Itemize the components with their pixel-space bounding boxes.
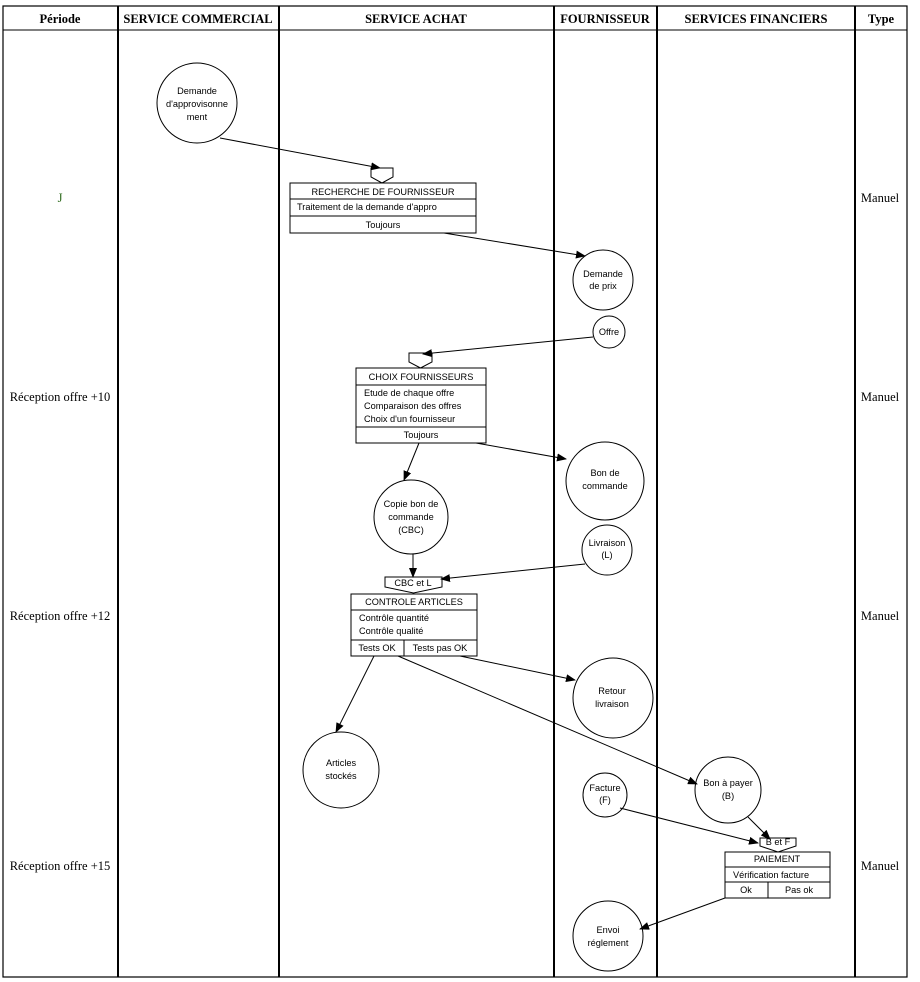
- event-label: Copie bon de: [384, 499, 439, 509]
- event-bon-commande: [565, 441, 645, 521]
- flow-arrow: [219, 137, 381, 171]
- event-label: stockés: [325, 771, 357, 781]
- event-label: ment: [187, 112, 208, 122]
- flow-arrow: [747, 816, 771, 840]
- operation-task: Comparaison des offres: [364, 401, 462, 411]
- event-label: Envoi: [597, 925, 620, 935]
- event-demande-prix: [572, 249, 634, 311]
- event-envoi-reglement: [572, 900, 644, 972]
- sync-connector: [370, 167, 394, 184]
- operation-title: PAIEMENT: [754, 854, 801, 864]
- operation-controle: [350, 576, 478, 657]
- flow-arrow: [459, 655, 576, 683]
- event-label: de prix: [589, 281, 617, 291]
- header-services-financiers: SERVICES FINANCIERS: [685, 12, 828, 26]
- event-label: Articles: [326, 758, 357, 768]
- operation-title: RECHERCHE DE FOURNISSEUR: [312, 187, 455, 197]
- operation-output: Tests pas OK: [413, 643, 469, 653]
- event-label: Facture: [589, 783, 620, 793]
- sync-connector: [759, 837, 797, 853]
- operation-box: [350, 593, 478, 657]
- flow-arrow: [443, 232, 586, 259]
- operation-title: CHOIX FOURNISSEURS: [369, 372, 474, 382]
- type-label: Manuel: [861, 191, 900, 205]
- operation-output: Toujours: [404, 430, 439, 440]
- event-label: Offre: [599, 327, 619, 337]
- event-retour-livraison: [572, 657, 654, 739]
- event-label: Livraison: [589, 538, 626, 548]
- type-labels: Manuel Manuel Manuel Manuel: [861, 191, 900, 873]
- period-labels: J Réception offre +10 Réception offre +1…: [10, 191, 111, 873]
- operation-output: Tests OK: [358, 643, 396, 653]
- flow-arrow: [619, 807, 759, 845]
- event-circles: [156, 62, 762, 972]
- event-label: commande: [582, 481, 627, 491]
- type-label: Manuel: [861, 609, 900, 623]
- event-label: commande: [388, 512, 433, 522]
- event-label: Demande: [583, 269, 623, 279]
- flow-arrow: [440, 563, 586, 583]
- flow-arrows: [219, 137, 771, 930]
- event-demande-appro: [156, 62, 238, 144]
- event-label: d'approvisonne: [166, 99, 228, 109]
- operation-paiement: [724, 837, 831, 899]
- swimlane-grid: [2, 5, 908, 978]
- header-service-achat: SERVICE ACHAT: [365, 12, 467, 26]
- event-label: Demande: [177, 86, 217, 96]
- period-label: Réception offre +15: [10, 859, 111, 873]
- header-periode: Période: [40, 12, 81, 26]
- event-label: (CBC): [398, 525, 424, 535]
- operation-output: Ok: [740, 885, 752, 895]
- event-livraison: [581, 524, 633, 576]
- operation-box: [355, 367, 487, 444]
- type-label: Manuel: [861, 390, 900, 404]
- header-type: Type: [868, 12, 895, 26]
- operation-task: Vérification facture: [733, 870, 809, 880]
- period-label: Réception offre +12: [10, 609, 111, 623]
- event-label: livraison: [595, 699, 629, 709]
- event-label: (B): [722, 791, 734, 801]
- operation-output: Pas ok: [785, 885, 813, 895]
- flow-arrow: [475, 442, 567, 462]
- flow-arrow: [397, 655, 698, 785]
- operation-title: CONTROLE ARTICLES: [365, 597, 463, 607]
- header-service-commercial: SERVICE COMMERCIAL: [123, 12, 272, 26]
- event-label: (F): [599, 795, 611, 805]
- operation-task: Contrôle quantité: [359, 613, 429, 623]
- operation-recherche: [289, 167, 477, 234]
- column-headers: Période SERVICE COMMERCIAL SERVICE ACHAT…: [40, 12, 895, 26]
- event-bon-a-payer: [694, 756, 762, 824]
- flow-arrow: [403, 442, 420, 481]
- event-label: réglement: [588, 938, 629, 948]
- operation-task: Etude de chaque offre: [364, 388, 454, 398]
- header-fournisseur: FOURNISSEUR: [560, 12, 651, 26]
- event-offre: [592, 315, 626, 349]
- operation-task: Traitement de la demande d'appro: [297, 202, 437, 212]
- period-label: J: [58, 191, 63, 205]
- operation-box: [724, 851, 831, 899]
- sync-label: B et F: [766, 837, 791, 847]
- operation-box: [289, 182, 477, 234]
- event-label: (L): [601, 550, 612, 560]
- flow-arrow: [639, 897, 726, 930]
- operation-task: Contrôle qualité: [359, 626, 423, 636]
- sync-connector: [408, 352, 433, 369]
- event-label: Bon de: [590, 468, 619, 478]
- operation-output: Toujours: [366, 220, 401, 230]
- event-label: Retour: [598, 686, 626, 696]
- sync-connector: [384, 576, 443, 594]
- flow-arrow: [422, 336, 594, 358]
- operation-choix: [355, 352, 487, 444]
- operation-task: Choix d'un fournisseur: [364, 414, 455, 424]
- type-label: Manuel: [861, 859, 900, 873]
- sync-label: CBC et L: [394, 578, 431, 588]
- event-articles-stockes: [302, 731, 380, 809]
- event-labels: Demande d'approvisonne ment Demande de p…: [166, 86, 753, 948]
- event-label: Bon à payer: [703, 778, 753, 788]
- flow-arrow: [335, 655, 375, 733]
- period-label: Réception offre +10: [10, 390, 111, 404]
- event-facture: [582, 772, 628, 818]
